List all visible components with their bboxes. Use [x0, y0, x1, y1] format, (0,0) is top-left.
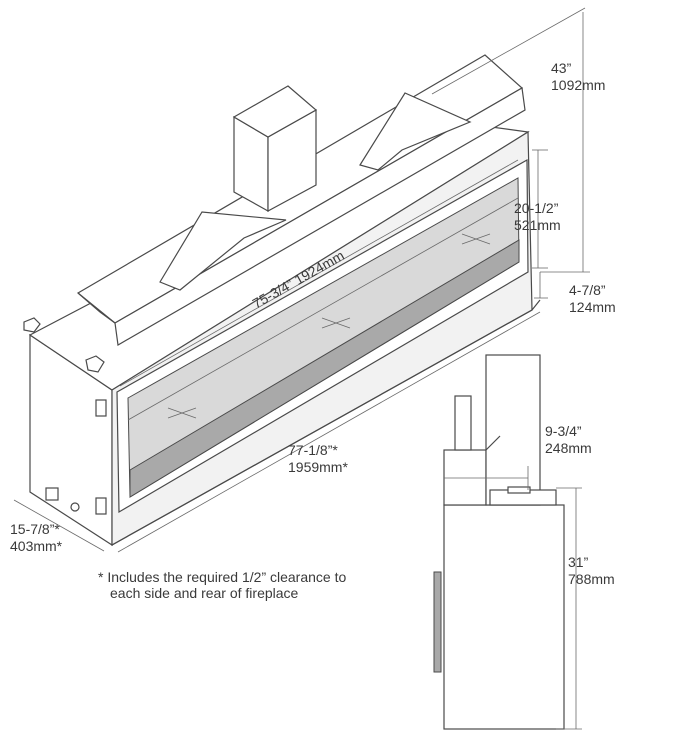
vent-height-imperial: 9-3/4”	[545, 423, 582, 439]
overall-height-metric: 1092mm	[551, 77, 605, 93]
base-to-glass-metric: 124mm	[569, 299, 616, 315]
mounting-tab-left	[23, 317, 41, 333]
knockout-hole	[70, 502, 80, 512]
glass-height-imperial: 20-1/2”	[514, 200, 559, 216]
right-brace	[359, 92, 472, 171]
gas-inlet-box	[45, 487, 59, 501]
footnote-line-1: * Includes the required 1/2” clearance t…	[98, 569, 347, 585]
glass-height-metric: 521mm	[514, 217, 561, 233]
body-height-metric: 788mm	[568, 571, 615, 587]
burner-marks	[167, 233, 491, 419]
fireplace-perspective-view	[23, 54, 541, 547]
mounting-tab-mid	[85, 355, 105, 373]
side-view-vent-duct	[443, 449, 487, 506]
overall-width-imperial: 77-1/8”*	[288, 442, 338, 458]
clearance-footnote: * Includes the required 1/2” clearance t…	[98, 569, 346, 601]
footnote-line-2: each side and rear of fireplace	[110, 585, 299, 601]
side-view-door-handle	[433, 571, 442, 673]
base-to-glass-imperial: 4-7/8”	[569, 282, 606, 298]
side-view-tall-panel	[485, 354, 541, 506]
overall-height-imperial: 43”	[551, 60, 572, 76]
side-bracket-upper	[95, 399, 107, 417]
overall-depth-metric: 403mm*	[10, 538, 63, 554]
overall-depth-imperial: 15-7/8”*	[10, 521, 60, 537]
side-view-flue	[454, 395, 472, 451]
firebox-floor	[129, 239, 520, 498]
body-height-imperial: 31”	[568, 554, 589, 570]
vent-height-metric: 248mm	[545, 440, 592, 456]
side-view-body	[443, 504, 565, 730]
left-brace	[159, 211, 287, 291]
fireplace-side-view	[433, 354, 565, 730]
side-bracket-lower	[95, 497, 107, 515]
overall-width-metric: 1959mm*	[288, 459, 348, 475]
dimension-lines	[13, 7, 590, 730]
